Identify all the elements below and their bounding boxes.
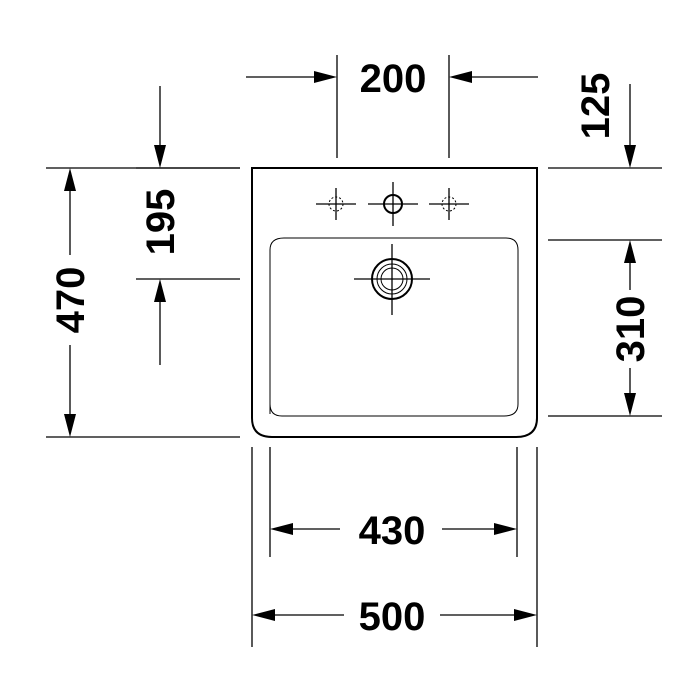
dim-label-470: 470	[49, 267, 93, 334]
dimension-basin-width: 430	[269, 447, 518, 557]
dimension-tap-hole-to-back: 125	[548, 73, 662, 169]
optional-tap-hole-right-icon	[429, 188, 469, 220]
dimension-overall-width: 500	[251, 447, 538, 647]
basin-outline	[251, 167, 538, 438]
dim-label-200: 200	[360, 57, 427, 101]
dimension-basin-depth: 310	[548, 239, 662, 417]
dim-label-125: 125	[574, 73, 618, 140]
dim-label-500: 500	[359, 595, 426, 639]
optional-tap-hole-left-icon	[316, 188, 356, 220]
dimension-overall-depth: 470	[46, 167, 240, 438]
centre-tap-hole-icon	[368, 182, 418, 226]
dim-label-195: 195	[139, 189, 183, 256]
dim-label-430: 430	[359, 509, 426, 553]
drain-icon	[354, 244, 430, 315]
dimension-tap-hole-spacing: 200	[246, 55, 538, 158]
basin-bowl-outline	[269, 237, 519, 417]
dim-label-310: 310	[609, 296, 653, 363]
dimension-drain-to-back: 195	[136, 86, 240, 365]
